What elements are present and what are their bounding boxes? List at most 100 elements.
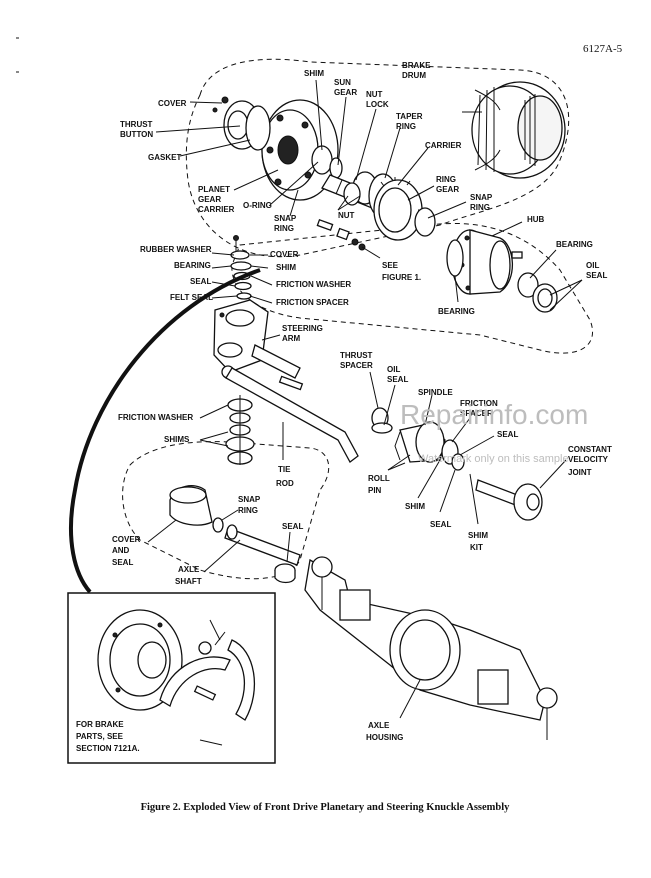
label-shim-kit: SHIM xyxy=(468,531,488,540)
label-planet-gear-carrier: CARRIER xyxy=(198,205,235,214)
label-see-figure-1: SEE xyxy=(382,261,399,270)
label-nut-lock: LOCK xyxy=(366,100,389,109)
hub-stud xyxy=(511,251,523,259)
label-cover-mid: COVER xyxy=(270,250,299,259)
label-nut-lock: NUT xyxy=(366,90,383,99)
label-axle-housing: HOUSING xyxy=(366,733,403,742)
axle-shaft-envelope xyxy=(122,441,330,580)
label-brake-drum: BRAKE xyxy=(402,61,431,70)
label-gasket: GASKET xyxy=(148,153,181,162)
steering-knuckle xyxy=(213,299,269,373)
label-oil-seal-right: SEAL xyxy=(586,271,607,280)
label-oil-seal-mid: SEAL xyxy=(387,375,408,384)
label-friction-spacer: FRICTION SPACER xyxy=(276,298,349,307)
label-cover: COVER xyxy=(158,99,187,108)
label-cv-joint: VELOCITY xyxy=(568,455,609,464)
label-friction-spacer-mid: SPACER xyxy=(460,409,493,418)
label-brake-note: FOR BRAKE xyxy=(76,720,124,729)
label-friction-washer-left: FRICTION WASHER xyxy=(118,413,193,422)
label-oil-seal-mid: OIL xyxy=(387,365,400,374)
label-shim-mid: SHIM xyxy=(276,263,296,272)
label-sun-gear: GEAR xyxy=(334,88,357,97)
label-planet-gear-carrier: PLANET xyxy=(198,185,230,194)
label-planet-gear-carrier: GEAR xyxy=(198,195,221,204)
label-spindle: SPINDLE xyxy=(418,388,453,397)
label-thrust-spacer: SPACER xyxy=(340,361,373,370)
label-seal-axle: SEAL xyxy=(282,522,303,531)
page-number: 6127A-5 xyxy=(583,43,623,55)
leader-lines xyxy=(147,79,583,719)
label-thrust-button: BUTTON xyxy=(120,130,153,139)
snap-ring-low xyxy=(212,517,224,533)
label-brake-note: SECTION 7121A. xyxy=(76,744,140,753)
spindle-seal xyxy=(451,453,465,471)
label-cover-and-seal: COVER xyxy=(112,535,141,544)
callout-labels: COVER THRUST BUTTON GASKET SHIM SUN GEAR… xyxy=(76,61,612,753)
label-friction-spacer-mid: FRICTION xyxy=(460,399,498,408)
label-snap-ring-low: RING xyxy=(238,506,258,515)
label-snap-ring: RING xyxy=(274,224,294,233)
brake-shoe xyxy=(159,639,256,721)
label-cv-joint: JOINT xyxy=(568,468,592,477)
figure-caption: Figure 2. Exploded View of Front Drive P… xyxy=(141,802,511,813)
label-cover-and-seal: SEAL xyxy=(112,558,133,567)
label-tie-rod: TIE xyxy=(278,465,291,474)
label-seal-left: SEAL xyxy=(190,277,211,286)
label-nut: NUT xyxy=(338,211,355,220)
label-ring-gear: RING xyxy=(436,175,456,184)
label-o-ring: O-RING xyxy=(243,201,272,210)
label-cover-and-seal: AND xyxy=(112,546,130,555)
label-axle-shaft: SHAFT xyxy=(175,577,202,586)
brake-hardware xyxy=(193,619,226,746)
label-shim-low: SHIM xyxy=(405,502,425,511)
watermark-sub: Watermark only on this sample xyxy=(418,453,569,465)
label-cv-joint: CONSTANT xyxy=(568,445,612,454)
label-shims: SHIMS xyxy=(164,435,190,444)
snap-ring xyxy=(414,207,436,237)
label-tie-rod: ROD xyxy=(276,479,294,488)
brake-drum xyxy=(471,81,566,179)
axle-seal xyxy=(274,563,296,584)
upper-assembly-envelope xyxy=(185,58,570,258)
label-shim-kit: KIT xyxy=(470,543,483,552)
label-shim: SHIM xyxy=(304,69,324,78)
label-sun-gear: SUN xyxy=(334,78,351,87)
label-snap-ring-right: RING xyxy=(470,203,490,212)
gasket xyxy=(245,105,271,151)
label-rubber-washer: RUBBER WASHER xyxy=(140,245,212,254)
label-bearing-left: BEARING xyxy=(174,261,211,270)
label-roll-pin: PIN xyxy=(368,486,382,495)
inset-pointer-line xyxy=(68,268,261,594)
bearing-inner xyxy=(446,239,464,277)
nut xyxy=(343,182,361,206)
oil-seal-inner xyxy=(537,288,553,308)
label-snap-ring-low: SNAP xyxy=(238,495,261,504)
brake-backing-plate xyxy=(97,609,183,711)
label-thrust-spacer: THRUST xyxy=(340,351,373,360)
lower-king-pin-stack xyxy=(225,395,255,465)
arm-bolt xyxy=(278,375,304,391)
label-taper-ring: TAPER xyxy=(396,112,423,121)
pin-parts xyxy=(316,218,366,251)
label-brake-note: PARTS, SEE xyxy=(76,732,124,741)
axle-housing xyxy=(304,556,558,740)
label-thrust-button: THRUST xyxy=(120,120,153,129)
bearing-outer xyxy=(517,272,539,298)
label-snap-ring: SNAP xyxy=(274,214,297,223)
label-hub: HUB xyxy=(527,215,545,224)
label-axle-housing: AXLE xyxy=(368,721,390,730)
o-ring xyxy=(311,145,333,175)
label-oil-seal-right: OIL xyxy=(586,261,599,270)
label-snap-ring-right: SNAP xyxy=(470,193,493,202)
label-seal-mid: SEAL xyxy=(497,430,518,439)
label-bearing-right: BEARING xyxy=(556,240,593,249)
label-taper-ring: RING xyxy=(396,122,416,131)
label-friction-washer: FRICTION WASHER xyxy=(276,280,351,289)
spindle xyxy=(394,421,446,463)
label-roll-pin: ROLL xyxy=(368,474,390,483)
label-carrier: CARRIER xyxy=(425,141,462,150)
oil-seal-mid xyxy=(371,422,393,434)
label-seal-low: SEAL xyxy=(430,520,451,529)
